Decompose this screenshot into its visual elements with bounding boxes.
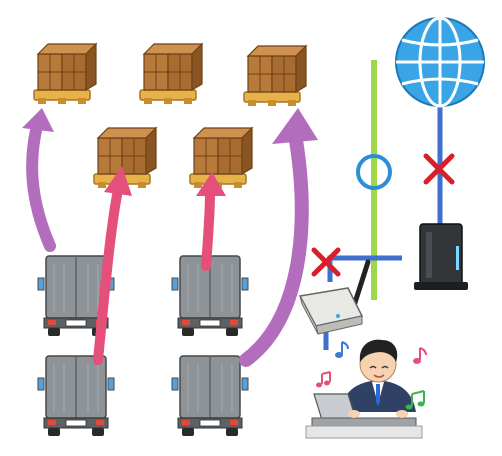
truck-bottom-left — [37, 355, 115, 437]
cross-mark-icon-router — [311, 247, 341, 277]
wifi-router-icon — [298, 259, 371, 335]
music-note-icon-pink-left — [316, 371, 331, 388]
pink-arrow-right — [196, 172, 226, 271]
truck-bottom-right — [171, 355, 249, 437]
pallet-boxes-top-left — [33, 43, 97, 105]
purple-arrow-right — [239, 108, 318, 367]
pink-arrow-left — [93, 166, 132, 365]
music-note-icon-blue — [335, 341, 349, 358]
purple-arrow-left — [22, 108, 56, 252]
router-icon — [414, 223, 468, 290]
pallet-boxes-mid-right — [189, 127, 253, 189]
pallet-boxes-top-right — [243, 45, 307, 107]
globe-icon — [395, 16, 485, 108]
pallet-boxes-top-middle — [139, 43, 203, 105]
music-note-icon-green — [405, 390, 425, 410]
circle-mark-icon — [356, 154, 392, 190]
cross-mark-icon-globe — [423, 153, 455, 185]
music-note-icon-pink-right — [413, 347, 427, 364]
worker-at-laptop — [305, 339, 423, 439]
